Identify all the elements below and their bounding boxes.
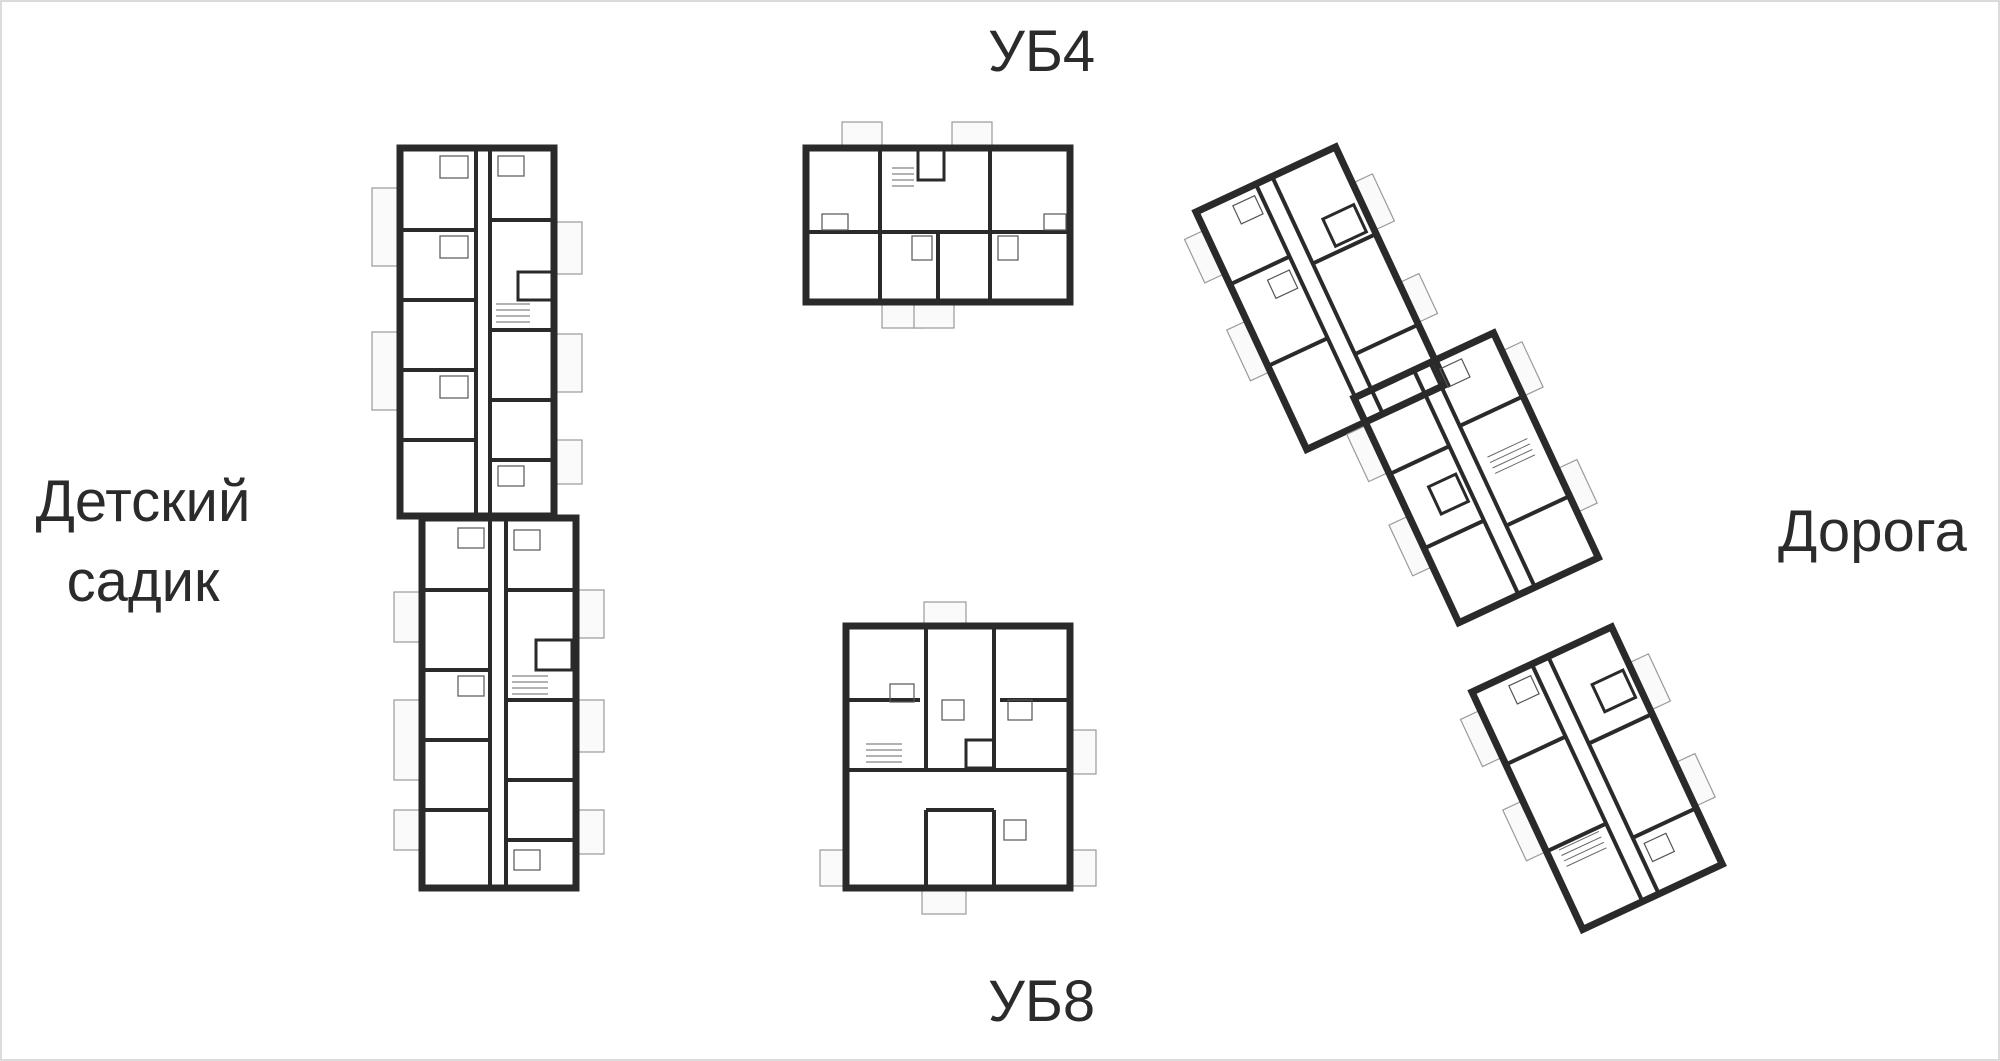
bathroom: [439, 235, 469, 259]
building-ub8: [819, 601, 1097, 915]
wall: [1423, 518, 1485, 551]
kindergarten-label: Детский садик: [28, 462, 258, 622]
road-label: Дорога: [1778, 499, 1967, 564]
wall: [1270, 175, 1385, 415]
wall: [1587, 712, 1653, 746]
bathroom: [911, 235, 933, 261]
road-building-section-2: [1345, 328, 1604, 628]
building-label-ub4: УБ4: [988, 19, 1096, 84]
section-outline: [1467, 622, 1727, 935]
balcony: [819, 849, 847, 887]
bathroom: [1438, 358, 1471, 388]
kindergarten-label-line2: садик: [66, 549, 220, 614]
road-building-section-3: [1459, 622, 1727, 935]
building-label-ub8: УБ8: [988, 969, 1096, 1034]
staircase: [496, 303, 530, 323]
bathroom: [1266, 269, 1299, 300]
building-road-diagonal: [1183, 142, 1727, 935]
bathroom: [513, 849, 541, 871]
bathroom: [513, 529, 541, 551]
road-building-section-1: [1183, 142, 1451, 455]
balcony: [393, 699, 423, 781]
balcony: [553, 333, 583, 393]
staircase: [1558, 831, 1607, 867]
wall: [1530, 663, 1645, 903]
elevator-shaft: [916, 148, 946, 182]
balcony: [553, 439, 583, 485]
bathroom: [497, 155, 525, 177]
bathroom: [1643, 832, 1676, 863]
staircase: [866, 743, 902, 763]
balcony: [371, 187, 401, 267]
bathroom: [439, 155, 469, 179]
wall: [1504, 734, 1567, 767]
left-tower-lower-section: [393, 514, 605, 892]
balcony: [951, 121, 993, 147]
wall: [1266, 336, 1329, 368]
staircase: [1487, 438, 1536, 474]
balcony: [553, 221, 583, 275]
bathroom: [1508, 674, 1540, 705]
building-outline: [842, 622, 1074, 892]
section-outline: [1349, 328, 1604, 628]
wall: [1458, 394, 1524, 428]
balcony: [841, 121, 883, 147]
bathroom: [1007, 699, 1033, 721]
staircase: [892, 167, 914, 187]
balcony: [1069, 849, 1097, 887]
wall: [1228, 254, 1291, 287]
balcony: [921, 889, 967, 915]
wall: [1545, 821, 1608, 854]
bathroom: [821, 213, 849, 231]
elevator-shaft: [1590, 668, 1638, 714]
elevator-shaft: [1320, 202, 1369, 249]
bathroom: [457, 527, 485, 549]
staircase: [512, 675, 548, 695]
wall: [1631, 806, 1697, 840]
elevator-shaft: [964, 738, 996, 770]
elevator-shaft: [516, 270, 554, 302]
building-ub4: [802, 121, 1074, 329]
balcony: [575, 809, 605, 855]
wall: [1428, 361, 1537, 589]
bathroom: [997, 235, 1019, 261]
balcony: [393, 591, 423, 643]
bathroom: [1003, 819, 1027, 841]
balcony: [575, 589, 605, 639]
elevator-shaft: [1426, 472, 1471, 517]
bathroom: [1232, 194, 1264, 225]
kindergarten-label-line1: Детский: [35, 469, 251, 534]
wall: [1311, 232, 1377, 266]
balcony: [371, 331, 401, 411]
left-tower-upper-section: [371, 144, 583, 520]
section-outline: [418, 514, 580, 892]
bathroom: [457, 675, 485, 697]
bathroom: [941, 699, 965, 721]
balcony: [575, 699, 605, 753]
balcony: [393, 809, 423, 851]
section-outline: [1191, 142, 1451, 455]
balcony: [1069, 729, 1097, 775]
wall: [1354, 322, 1420, 356]
balcony: [923, 601, 967, 625]
bathroom: [1043, 213, 1067, 231]
bathroom: [439, 375, 469, 399]
balcony: [913, 303, 955, 329]
bathroom: [497, 465, 525, 487]
elevator-shaft: [534, 638, 574, 672]
wall: [1546, 655, 1661, 895]
wall: [1505, 494, 1571, 528]
bathroom: [889, 683, 915, 703]
wall: [1388, 444, 1451, 476]
wall: [1254, 183, 1369, 423]
wall: [1412, 369, 1521, 596]
